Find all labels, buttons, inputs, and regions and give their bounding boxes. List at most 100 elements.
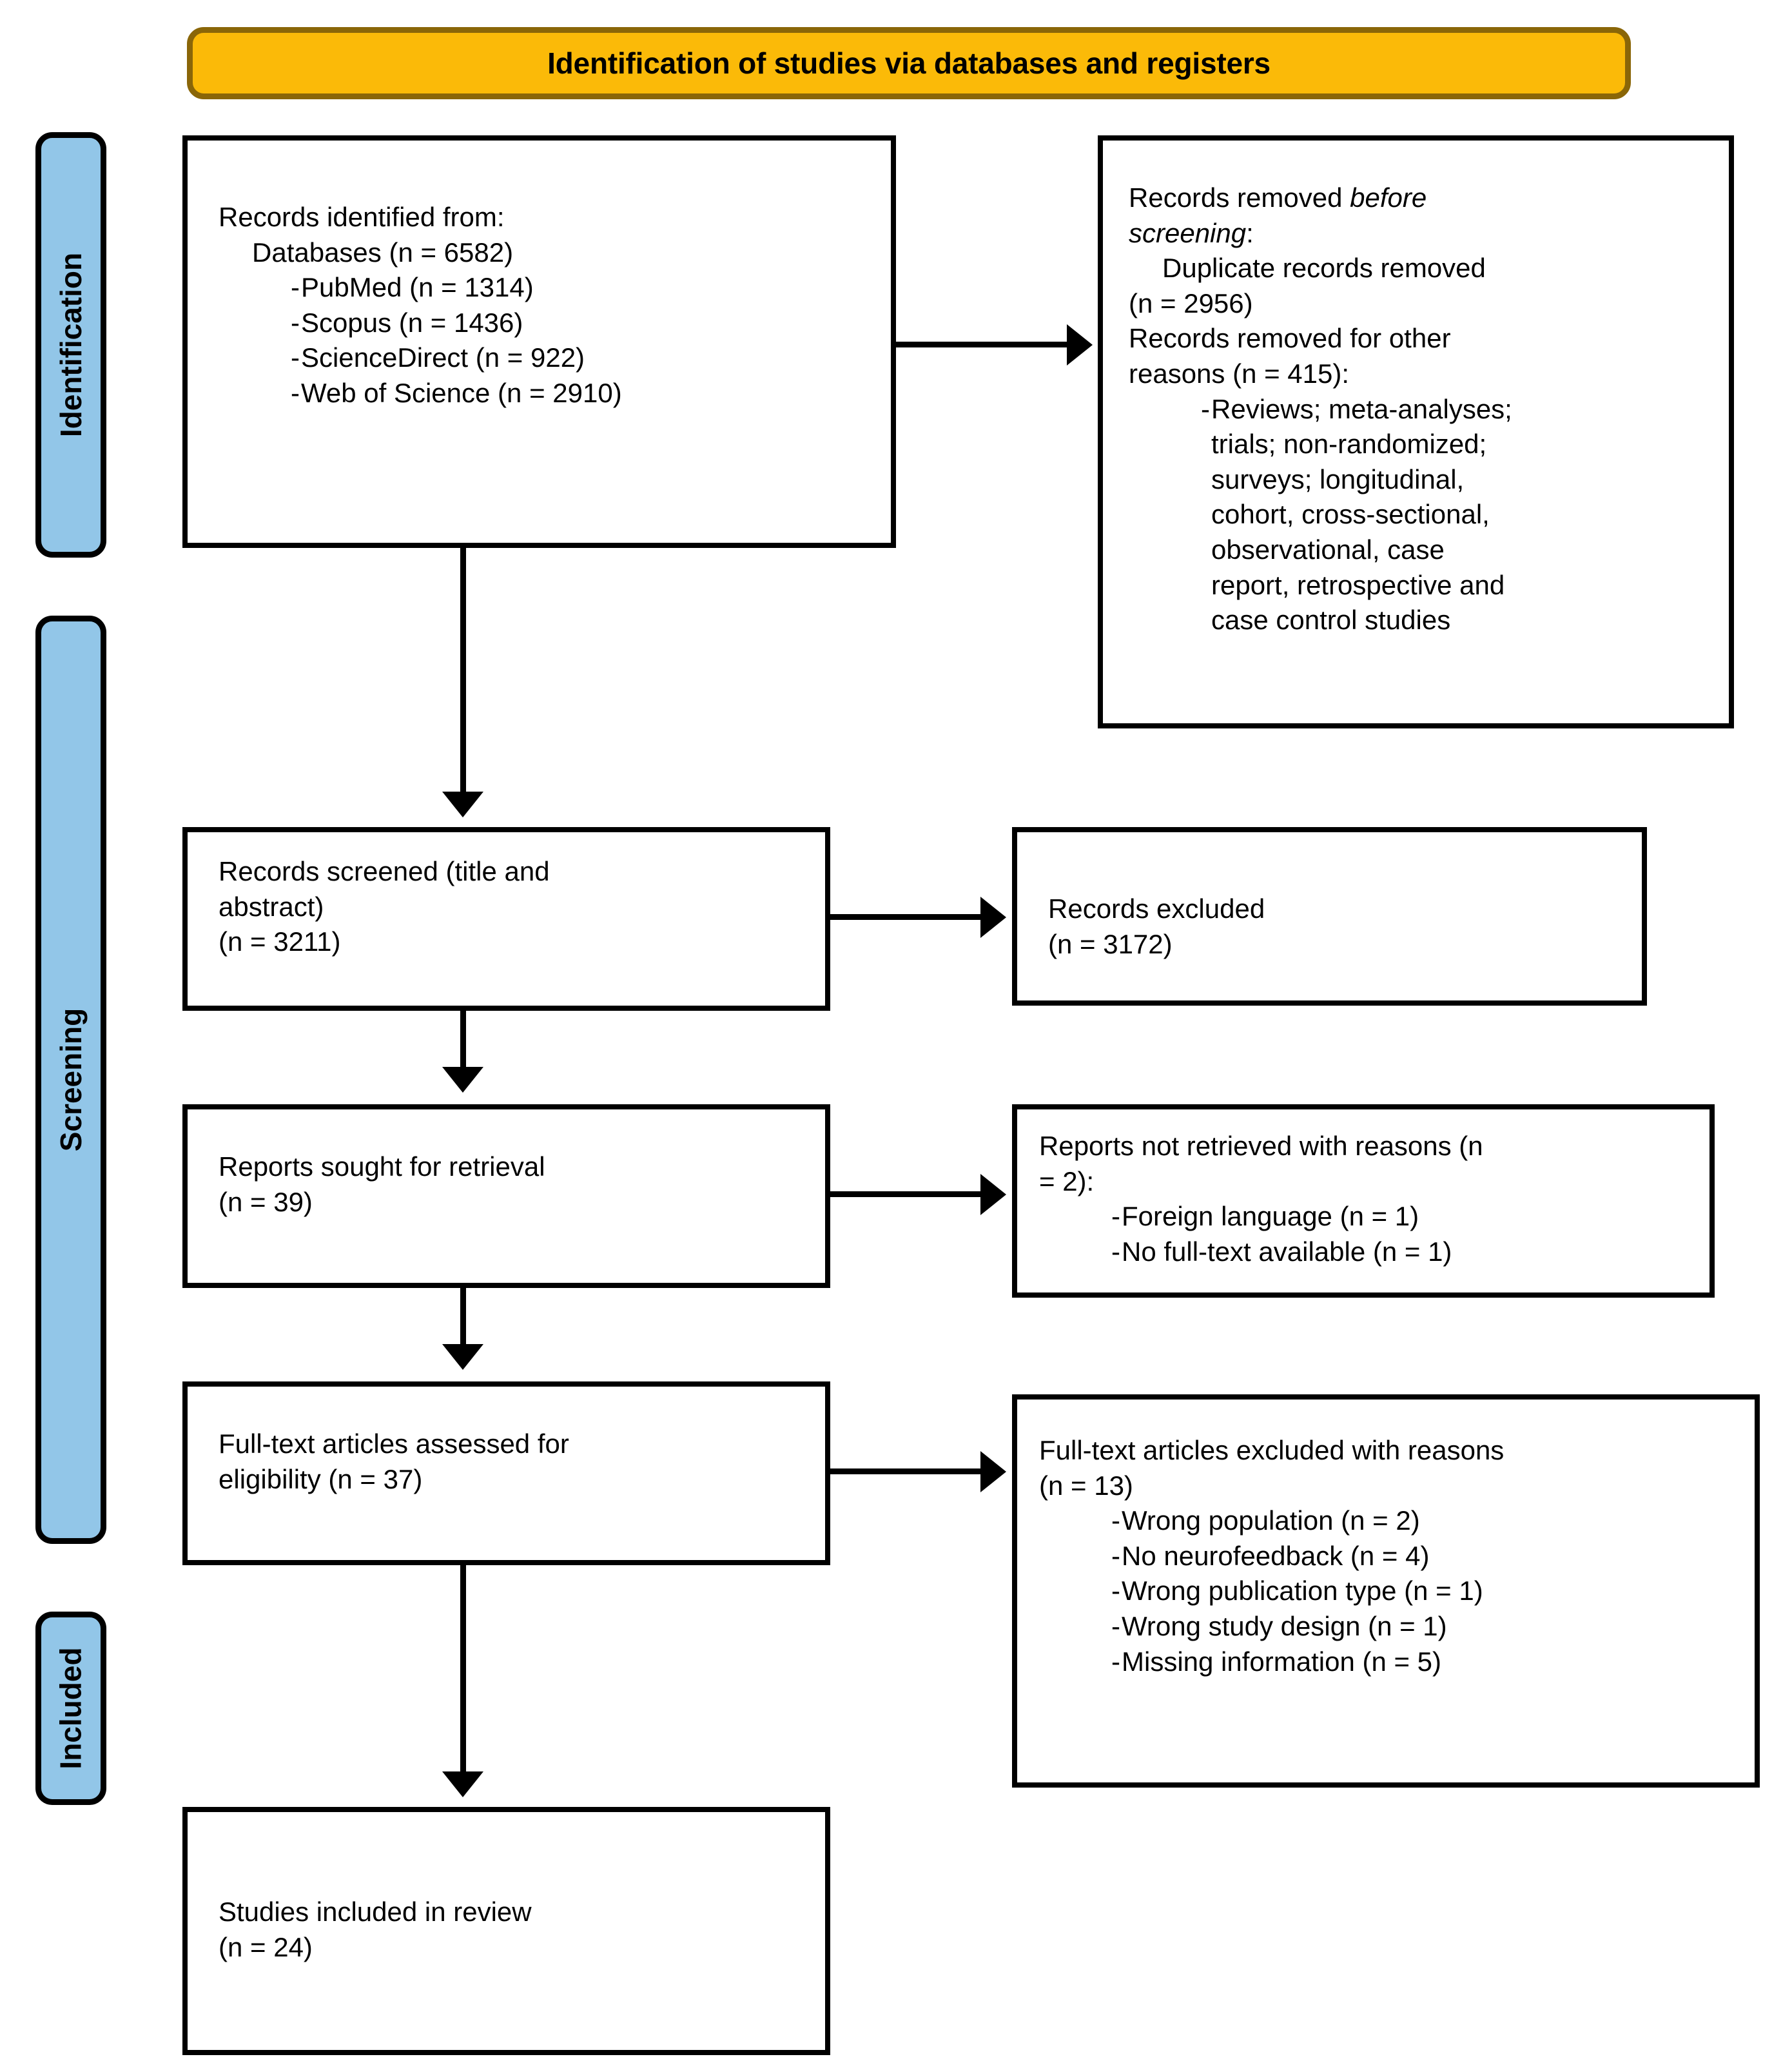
arrowhead-down-icon (442, 1067, 483, 1093)
not-retrieved-reason-label: Foreign language (n = 1) (1122, 1201, 1419, 1232)
fulltext-assessed-line1: Full-text articles assessed for (219, 1429, 569, 1459)
other-reason-line: surveys; longitudinal, (1211, 463, 1465, 494)
bullet-dash-icon: - (1201, 393, 1210, 424)
records-excluded-line1: Records excluded (1048, 893, 1265, 924)
studies-included-line1: Studies included in review (219, 1897, 532, 1927)
stage-rail-screening-label: Screening (54, 1008, 88, 1152)
stage-rail-included: Included (35, 1612, 106, 1805)
fulltext-excluded-reason-item: - Wrong publication type (n = 1) (1039, 1574, 1735, 1609)
source-label: PubMed (n = 1314) (301, 272, 534, 303)
fulltext-excluded-reason-item: - Wrong study design (n = 1) (1039, 1609, 1735, 1644)
duplicate-records-line2: (n = 2956) (1129, 288, 1253, 318)
bullet-dash-icon: - (1111, 1201, 1120, 1232)
bullet-dash-icon: - (1111, 1610, 1120, 1641)
bullet-dash-icon: - (1111, 1505, 1120, 1536)
removed-before-heading-pre: Records removed (1129, 182, 1350, 213)
fulltext-excluded-count: (n = 13) (1039, 1470, 1133, 1501)
box-records-identified: Records identified from: Databases (n = … (182, 135, 896, 548)
bullet-dash-icon: - (1111, 1575, 1120, 1606)
box-fulltext-assessed-for-eligibility: Full-text articles assessed for eligibil… (182, 1381, 830, 1565)
box-records-removed-before-screening: Records removed before screening: Duplic… (1098, 135, 1734, 728)
box-reports-not-retrieved: Reports not retrieved with reasons (n = … (1012, 1104, 1715, 1298)
fulltext-excluded-reason-item: - Missing information (n = 5) (1039, 1644, 1735, 1680)
removed-before-heading-colon: : (1246, 217, 1254, 248)
arrowhead-right-icon (980, 1174, 1006, 1215)
box-studies-included-in-review: Studies included in review (n = 24) (182, 1807, 830, 2055)
other-reasons-line2: reasons (n = 415): (1129, 358, 1350, 389)
arrowhead-down-icon (442, 1771, 483, 1797)
source-item-pubmed: - PubMed (n = 1314) (219, 270, 872, 306)
phase-header-identification: Identification of studies via databases … (187, 27, 1631, 99)
connector-identified-to-screened (460, 548, 466, 796)
connector-fulltext-to-fulltext-excluded (830, 1468, 984, 1474)
other-reason-line: cohort, cross-sectional, (1211, 499, 1490, 530)
source-label: ScienceDirect (n = 922) (301, 342, 585, 373)
bullet-dash-icon: - (291, 307, 300, 338)
fulltext-excluded-reason-label: Wrong study design (n = 1) (1122, 1610, 1447, 1641)
fulltext-assessed-count: eligibility (n = 37) (219, 1463, 423, 1494)
other-reason-line: report, retrospective and (1211, 569, 1505, 600)
connector-screened-to-excluded (830, 914, 984, 920)
bullet-dash-icon: - (291, 342, 300, 373)
fulltext-excluded-reason-label: Wrong publication type (n = 1) (1122, 1575, 1483, 1606)
removed-before-heading-line2: screening: (1129, 216, 1709, 251)
box-reports-sought-for-retrieval: Reports sought for retrieval (n = 39) (182, 1104, 830, 1288)
reports-sought-count: (n = 39) (219, 1186, 313, 1217)
phase-header-label: Identification of studies via databases … (547, 46, 1271, 80)
box-fulltext-excluded-with-reasons: Full-text articles excluded with reasons… (1012, 1394, 1760, 1788)
removed-before-heading-emph2: screening (1129, 217, 1247, 248)
not-retrieved-reason-item: - No full-text available (n = 1) (1039, 1234, 1690, 1270)
other-reasons-line1: Records removed for other (1129, 323, 1451, 354)
bullet-dash-icon: - (1111, 1540, 1120, 1571)
source-item-web-of-science: - Web of Science (n = 2910) (219, 376, 872, 411)
source-item-scopus: - Scopus (n = 1436) (219, 306, 872, 341)
removed-before-heading-line1: Records removed before (1129, 180, 1709, 216)
not-retrieved-line1: Reports not retrieved with reasons (n (1039, 1131, 1483, 1161)
arrowhead-down-icon (442, 792, 483, 817)
other-reason-line: Reviews; meta-analyses; (1211, 393, 1512, 424)
duplicate-records-line1: Duplicate records removed (1162, 253, 1486, 284)
other-reason-item: - Reviews; meta-analyses; trials; non-ra… (1129, 392, 1709, 638)
stage-rail-screening: Screening (35, 616, 106, 1544)
source-label: Web of Science (n = 2910) (301, 377, 622, 408)
source-label: Scopus (n = 1436) (301, 307, 523, 338)
connector-sought-to-not-retrieved (830, 1191, 984, 1197)
records-screened-line2: abstract) (219, 891, 324, 922)
arrowhead-right-icon (980, 897, 1006, 938)
not-retrieved-reason-item: - Foreign language (n = 1) (1039, 1199, 1690, 1234)
bullet-dash-icon: - (1111, 1236, 1120, 1267)
records-identified-heading: Records identified from: (219, 202, 505, 232)
stage-rail-identification: Identification (35, 132, 106, 558)
connector-identified-to-removed (896, 342, 1070, 347)
other-reason-line: case control studies (1211, 605, 1451, 636)
fulltext-excluded-reason-label: Missing information (n = 5) (1122, 1646, 1442, 1677)
connector-sought-to-fulltext (460, 1288, 466, 1347)
bullet-dash-icon: - (291, 377, 300, 408)
reports-sought-line1: Reports sought for retrieval (219, 1151, 545, 1182)
fulltext-excluded-reason-item: - No neurofeedback (n = 4) (1039, 1539, 1735, 1574)
arrowhead-right-icon (980, 1451, 1006, 1492)
connector-fulltext-to-included (460, 1565, 466, 1773)
box-records-screened: Records screened (title and abstract) (n… (182, 827, 830, 1011)
source-item-sciencedirect: - ScienceDirect (n = 922) (219, 340, 872, 376)
not-retrieved-line2: = 2): (1039, 1166, 1095, 1196)
not-retrieved-reason-label: No full-text available (n = 1) (1122, 1236, 1452, 1267)
fulltext-excluded-reason-label: No neurofeedback (n = 4) (1122, 1540, 1430, 1571)
fulltext-excluded-reason-label: Wrong population (n = 2) (1122, 1505, 1420, 1536)
records-screened-line1: Records screened (title and (219, 856, 550, 886)
other-reason-line: trials; non-randomized; (1211, 429, 1487, 460)
removed-before-heading-emph: before (1350, 182, 1427, 213)
connector-screened-to-sought (460, 1011, 466, 1070)
studies-included-count: (n = 24) (219, 1931, 313, 1962)
other-reason-line: observational, case (1211, 534, 1445, 565)
fulltext-excluded-reason-item: - Wrong population (n = 2) (1039, 1503, 1735, 1539)
records-identified-databases: Databases (n = 6582) (252, 237, 514, 268)
fulltext-excluded-line1: Full-text articles excluded with reasons (1039, 1435, 1505, 1465)
bullet-dash-icon: - (291, 272, 300, 303)
records-screened-count: (n = 3211) (219, 926, 341, 957)
records-excluded-count: (n = 3172) (1048, 928, 1173, 959)
box-records-excluded: Records excluded (n = 3172) (1012, 827, 1647, 1006)
stage-rail-identification-label: Identification (54, 252, 88, 438)
arrowhead-down-icon (442, 1344, 483, 1370)
